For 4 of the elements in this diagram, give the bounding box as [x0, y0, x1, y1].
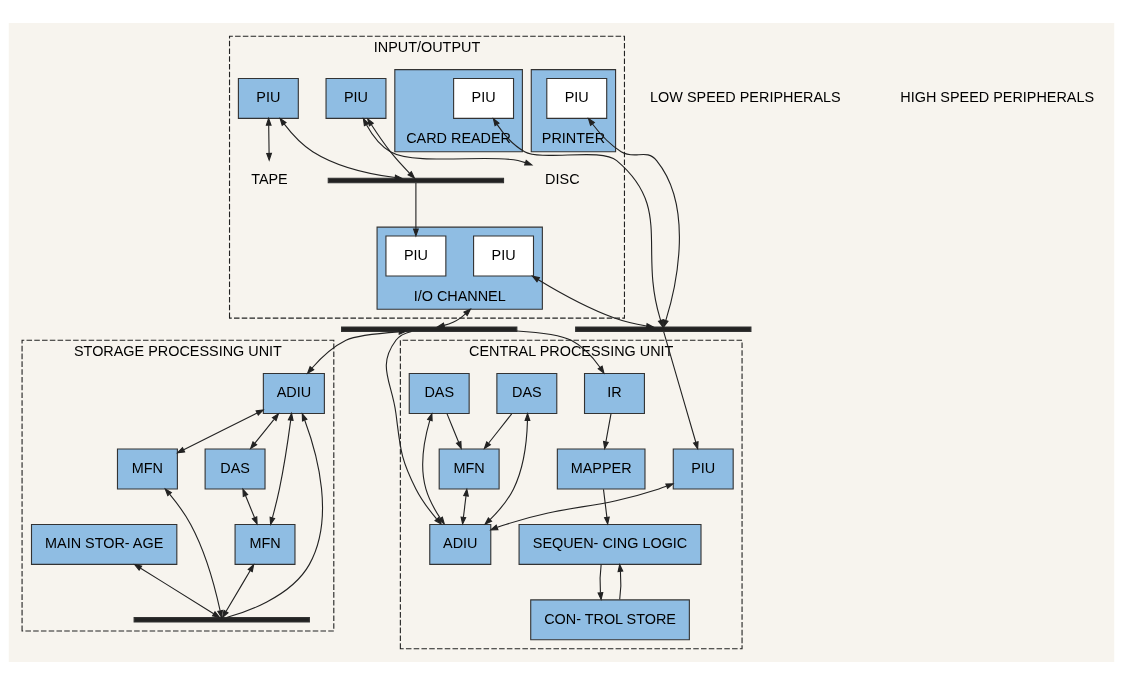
node-text: TAPE	[251, 171, 288, 188]
node-text: DISC	[545, 171, 580, 188]
label: HIGH SPEED PERIPHERALS	[900, 89, 1095, 106]
label: LOW SPEED PERIPHERALS	[650, 89, 841, 106]
